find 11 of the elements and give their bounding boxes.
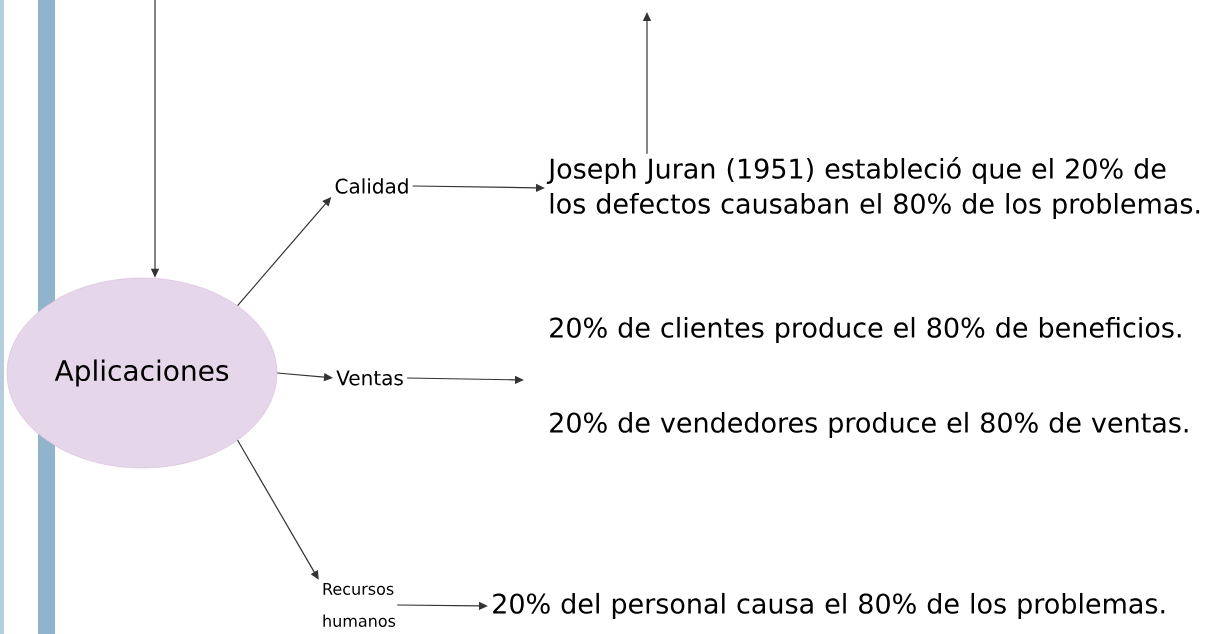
- ellipse-node: Aplicaciones: [6, 277, 278, 469]
- branch-label: Calidad: [335, 178, 408, 194]
- arrow: [276, 372, 333, 382]
- statement-text: 20% del personal causa el 80% de los problemas.: [493, 592, 1165, 620]
- statement-text: Joseph Juran (1951) estableció que el 20% de los defectos causaban el 80% de los problemas.: [546, 156, 1200, 220]
- branch-label: Recursos humanos: [323, 583, 396, 627]
- branch-label: Ventas: [336, 370, 403, 386]
- statement-text: 20% de vendedores produce el 80% de ventas.: [550, 411, 1188, 439]
- arrow: [406, 375, 524, 384]
- statement-text: 20% de clientes produce el 80% de beneficios.: [550, 316, 1181, 344]
- arrow: [237, 439, 319, 580]
